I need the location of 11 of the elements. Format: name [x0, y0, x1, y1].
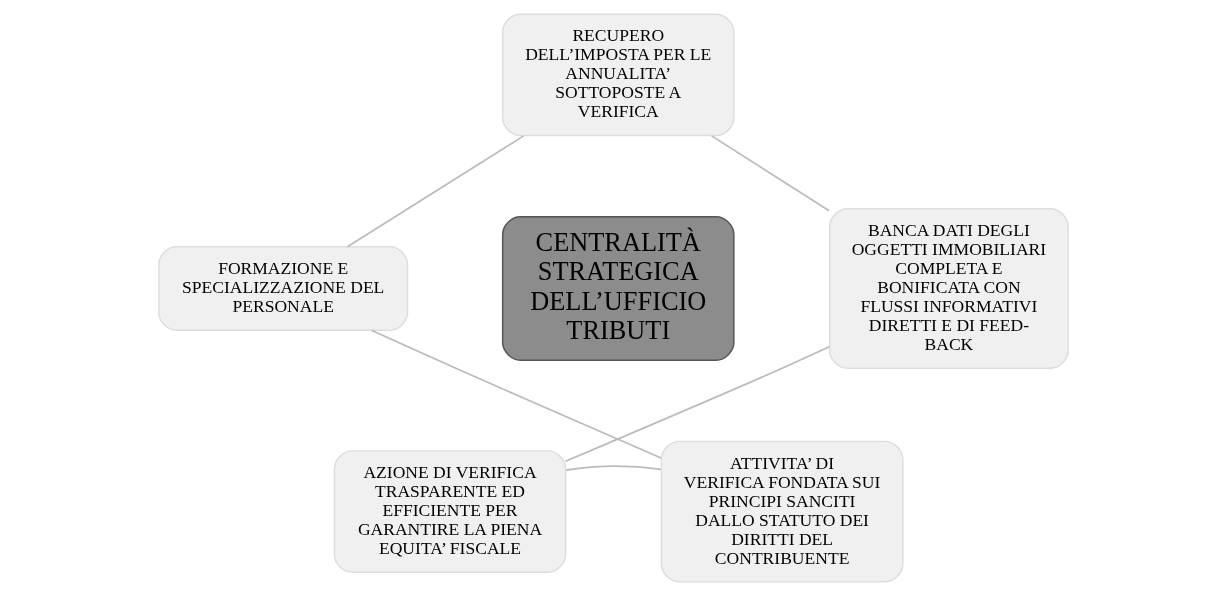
- node-box: FORMAZIONE E SPECIALIZZAZIONE DEL PERSONALE: [157, 246, 408, 331]
- connector: [564, 345, 830, 463]
- node-box: ATTIVITA’ DI VERIFICA FONDATA SUI PRINCIPI SANCITI DALLO STATUTO DEI DIRITTI DEL CONTRIBUENTE: [660, 440, 904, 583]
- connector: [370, 329, 662, 459]
- connector: [346, 135, 524, 248]
- node-box: AZIONE DI VERIFICA TRASPARENTE ED EFFICIENTE PER GARANTIRE LA PIENA EQUITA’ FISCALE: [333, 450, 566, 574]
- node-box: BANCA DATI DEGLI OGGETTI IMMOBILIARI COMPLETA E BONIFICATA CON FLUSSI INFORMATIVI DIRETTI E DI FEED-BACK: [828, 208, 1069, 369]
- node-box: RECUPERO DELL’IMPOSTA PER LE ANNUALITA’ SOTTOPOSTE A VERIFICA: [501, 13, 735, 137]
- node-box: CENTRALITÀ STRATEGICA DELL’UFFICIO TRIBUTI: [501, 216, 735, 361]
- connector: [564, 465, 662, 472]
- connector: [710, 135, 830, 212]
